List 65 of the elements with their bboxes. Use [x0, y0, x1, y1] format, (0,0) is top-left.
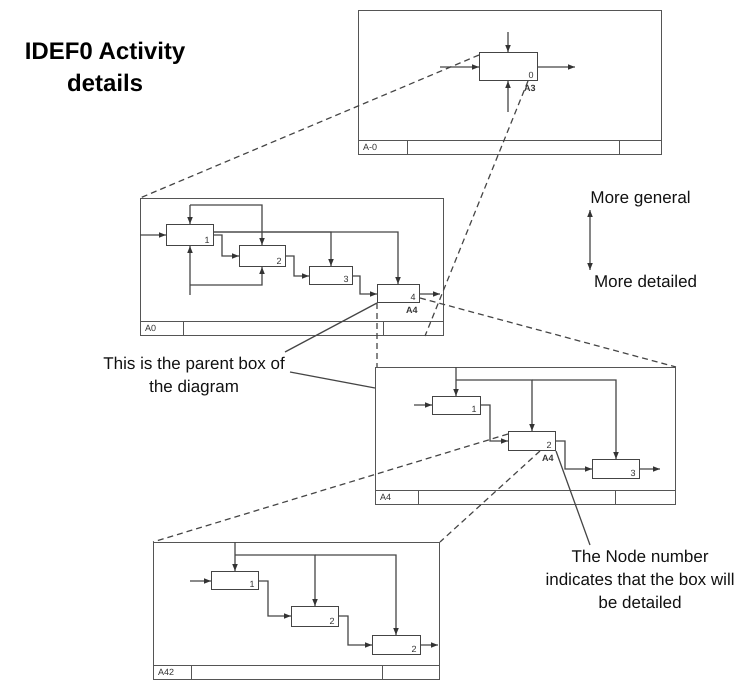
frame-id-label: A42 [157, 666, 176, 679]
dashed-line [152, 433, 508, 543]
activity-box: 0 [478, 52, 538, 80]
node-reference-label: A4 [406, 304, 418, 316]
diagram-frame [140, 198, 444, 336]
arrow [505, 32, 511, 52]
arrow [315, 554, 399, 635]
activity-box: 2 [508, 430, 556, 450]
arrow [538, 64, 575, 70]
activity-box: 2 [290, 606, 338, 626]
activity-box: 4 [376, 284, 420, 302]
activity-box: 3 [308, 266, 352, 284]
activity-box: 2 [372, 634, 420, 654]
diagram-frame [153, 542, 440, 680]
arrow [640, 466, 660, 472]
arrow [187, 246, 193, 295]
leader-line [555, 450, 591, 546]
arrow [505, 81, 511, 112]
activity-box: 1 [210, 570, 258, 590]
dashed-line [376, 303, 378, 367]
arrow [414, 402, 432, 408]
arrow [353, 275, 377, 297]
arrow [190, 267, 265, 286]
arrow [140, 232, 166, 238]
activity-box: 1 [432, 396, 480, 414]
arrow [259, 580, 291, 619]
arrow [187, 205, 193, 224]
activity-box: 3 [592, 458, 640, 478]
arrow [232, 542, 238, 571]
activity-box: 1 [166, 224, 214, 246]
arrow [214, 234, 239, 259]
arrow [286, 255, 309, 279]
leader-line [284, 302, 378, 353]
scale-label: More detailed [573, 270, 718, 293]
scale-label: More general [573, 186, 708, 209]
arrow [421, 642, 438, 648]
callout-text: The Node number indicates that the box will be detailed [540, 545, 740, 614]
arrow [456, 379, 535, 431]
arrow [532, 379, 619, 459]
diagram-title: IDEF0 Activity details [24, 37, 186, 99]
callout-text: This is the parent box of the diagram [98, 352, 290, 398]
arrow [214, 231, 401, 284]
dashed-line [424, 80, 529, 336]
arrow [339, 615, 372, 648]
activity-box: 2 [238, 244, 286, 266]
arrow [190, 204, 265, 245]
arrow [190, 578, 211, 584]
double-arrow [587, 210, 593, 270]
dashed-line [140, 54, 480, 199]
leader-line [290, 371, 376, 389]
node-reference-label: A4 [542, 452, 554, 464]
frame-id-label: A-0 [362, 141, 378, 154]
node-reference-label: A3 [524, 82, 536, 94]
diagram-frame [358, 10, 662, 155]
arrow [235, 554, 318, 606]
diagram-frame [375, 367, 676, 505]
arrow [556, 440, 592, 472]
dashed-line [440, 450, 540, 542]
frame-id-label: A0 [144, 322, 158, 335]
frame-id-label: A4 [379, 491, 392, 504]
arrow [481, 404, 508, 444]
arrow [440, 64, 479, 70]
arrow [420, 291, 440, 297]
arrow [453, 367, 459, 396]
dashed-line [420, 297, 676, 368]
